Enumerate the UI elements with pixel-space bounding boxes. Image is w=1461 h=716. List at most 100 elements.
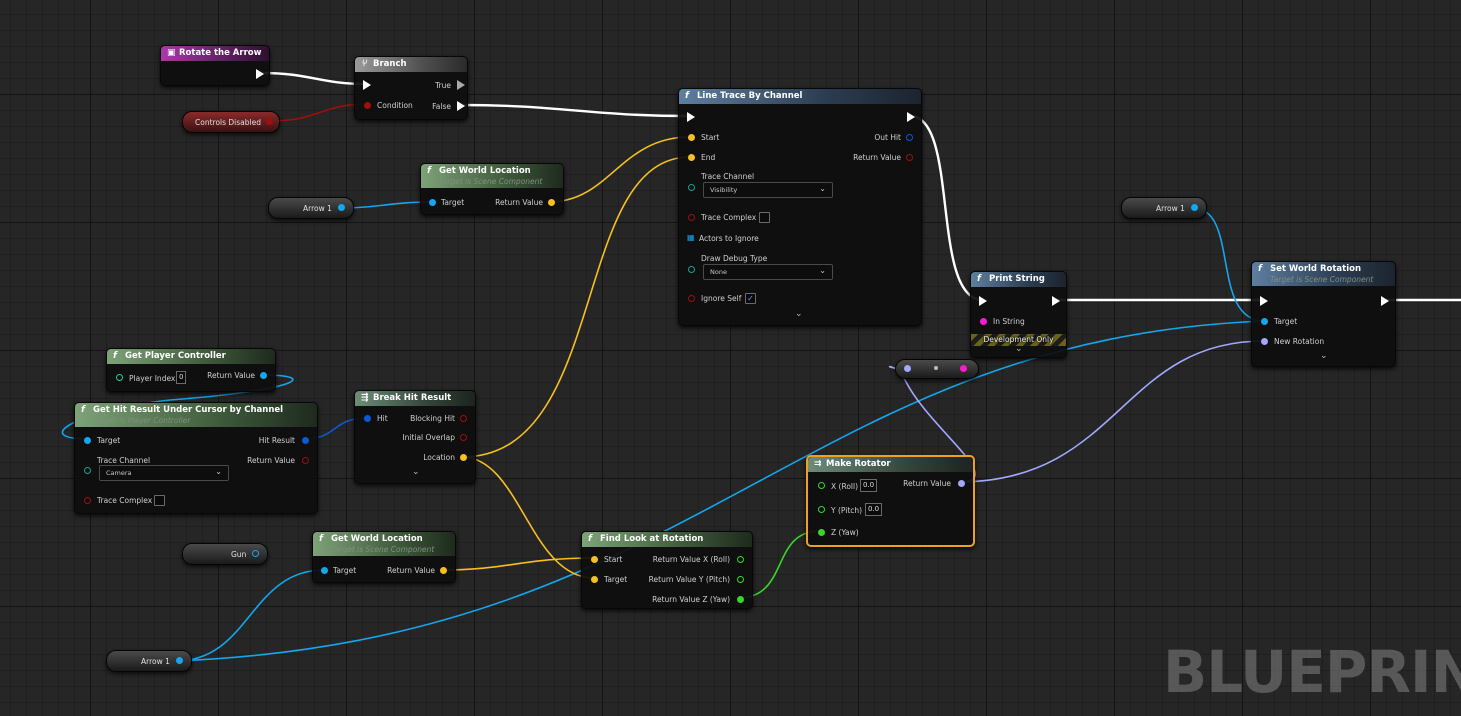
get-world-location-node[interactable]: f Get World Location Target is Scene Com… — [420, 163, 564, 215]
exec-out-pin[interactable] — [256, 69, 264, 79]
exec-in-pin[interactable] — [979, 296, 987, 306]
return-value-pin[interactable] — [440, 567, 447, 574]
break-hit-result-node[interactable]: ⇶ Break Hit Result Hit Blocking Hit Init… — [354, 390, 476, 484]
object-wire-arrow1-bottom-gwl2 — [175, 569, 325, 662]
return-z-pin[interactable] — [737, 596, 744, 603]
chevron-down-icon: ⌄ — [819, 266, 826, 275]
condition-pin[interactable] — [364, 102, 371, 109]
x-roll-input[interactable]: 0.0 — [860, 479, 878, 492]
gun-variable[interactable]: Gun — [182, 543, 268, 565]
target-pin[interactable] — [591, 576, 598, 583]
object-out-pin[interactable] — [338, 204, 345, 211]
trace-channel-dropdown[interactable]: Camera ⌄ — [99, 465, 229, 481]
trace-channel-pin[interactable] — [688, 184, 695, 191]
target-pin[interactable] — [84, 437, 91, 444]
print-string-node[interactable]: f Print String In String Development Onl… — [970, 271, 1067, 358]
target-pin[interactable] — [1261, 318, 1268, 325]
function-icon: f — [81, 405, 85, 415]
player-index-pin[interactable] — [116, 374, 123, 381]
exec-true-pin[interactable] — [457, 80, 465, 90]
return-value-label: Return Value — [207, 371, 255, 380]
x-roll-pin[interactable] — [818, 482, 825, 489]
exec-out-pin[interactable] — [1052, 296, 1060, 306]
ignore-self-pin[interactable] — [688, 295, 695, 302]
exec-out-pin[interactable] — [1381, 296, 1389, 306]
line-trace-node[interactable]: f Line Trace By Channel Start Out Hit En… — [678, 88, 922, 326]
ignore-self-checkbox[interactable]: ✓ — [745, 293, 756, 304]
find-look-at-rotation-node[interactable]: f Find Look at Rotation Start Return Val… — [581, 531, 753, 609]
player-index-label: Player Index — [129, 374, 176, 383]
object-out-pin[interactable] — [252, 550, 259, 557]
custom-event-node[interactable]: ▣ Rotate the Arrow — [160, 45, 270, 86]
expand-arrow-icon[interactable]: ⌄ — [795, 309, 803, 319]
return-value-pin[interactable] — [958, 480, 965, 487]
make-struct-icon: ⇉ — [814, 459, 822, 469]
draw-debug-dropdown[interactable]: None ⌄ — [703, 264, 833, 280]
hit-pin[interactable] — [364, 415, 371, 422]
hit-result-pin[interactable] — [302, 437, 309, 444]
node-header: ▣ Rotate the Arrow — [161, 46, 269, 61]
out-hit-pin[interactable] — [906, 134, 913, 141]
get-player-controller-node[interactable]: f Get Player Controller Player Index 0 R… — [106, 348, 276, 392]
controls-disabled-variable[interactable]: Controls Disabled — [182, 111, 280, 133]
branch-node[interactable]: ⑂ Branch True Condition False — [354, 56, 468, 120]
arrow-1-variable[interactable]: Arrow 1 — [1121, 197, 1207, 219]
get-world-location-node[interactable]: f Get World Location Target is Scene Com… — [312, 531, 456, 583]
string-out-pin[interactable] — [960, 365, 967, 372]
return-value-label: Return Value — [387, 566, 435, 575]
expand-arrow-icon[interactable]: ⌄ — [1320, 351, 1328, 361]
return-value-pin[interactable] — [548, 199, 555, 206]
object-out-pin[interactable] — [176, 657, 183, 664]
node-title: Break Hit Result — [373, 393, 452, 403]
trace-complex-pin[interactable] — [688, 214, 695, 221]
draw-debug-pin[interactable] — [688, 266, 695, 273]
exec-out-pin[interactable] — [907, 112, 915, 122]
y-pitch-pin[interactable] — [818, 506, 825, 513]
blocking-hit-pin[interactable] — [460, 415, 467, 422]
in-string-pin[interactable] — [980, 318, 987, 325]
node-title: Get World Location — [331, 534, 423, 544]
function-icon: f — [685, 91, 689, 101]
object-out-pin[interactable] — [1191, 204, 1198, 211]
player-index-input[interactable]: 0 — [176, 371, 187, 384]
exec-in-pin[interactable] — [1260, 296, 1268, 306]
expand-arrow-icon[interactable]: ⌄ — [1015, 344, 1023, 354]
bool-out-pin[interactable] — [266, 118, 273, 125]
expand-arrow-icon[interactable]: ⌄ — [412, 467, 420, 477]
arrow-1-variable[interactable]: Arrow 1 — [268, 197, 354, 219]
exec-in-pin[interactable] — [363, 80, 371, 90]
trace-channel-dropdown[interactable]: Visibility ⌄ — [703, 182, 833, 198]
trace-complex-pin[interactable] — [84, 497, 91, 504]
start-pin[interactable] — [591, 556, 598, 563]
node-title: Find Look at Rotation — [600, 534, 704, 544]
exec-in-pin[interactable] — [687, 112, 695, 122]
make-rotator-node[interactable]: ⇉ Make Rotator X (Roll) 0.0 Return Value… — [806, 455, 975, 547]
start-pin[interactable] — [688, 134, 695, 141]
return-value-pin[interactable] — [260, 372, 267, 379]
return-y-pin[interactable] — [737, 576, 744, 583]
trace-channel-pin[interactable] — [84, 467, 91, 474]
get-hit-result-node[interactable]: f Get Hit Result Under Cursor by Channel… — [74, 402, 318, 514]
arrow-1-variable[interactable]: Arrow 1 — [106, 650, 192, 672]
trace-complex-checkbox[interactable] — [759, 212, 770, 223]
reroute-node[interactable] — [895, 359, 979, 379]
true-label: True — [435, 81, 451, 90]
y-pitch-input[interactable]: 0.0 — [865, 503, 883, 516]
return-value-label: Return Value — [853, 153, 901, 162]
event-icon: ▣ — [167, 48, 176, 58]
location-pin[interactable] — [460, 454, 467, 461]
rotator-in-pin[interactable] — [904, 365, 911, 372]
end-pin[interactable] — [688, 154, 695, 161]
target-pin[interactable] — [321, 567, 328, 574]
return-value-pin[interactable] — [302, 457, 309, 464]
grid-icon[interactable]: ▦ — [687, 233, 695, 242]
return-x-pin[interactable] — [737, 556, 744, 563]
new-rotation-pin[interactable] — [1261, 338, 1268, 345]
trace-complex-checkbox[interactable] — [154, 495, 165, 506]
exec-false-pin[interactable] — [457, 101, 465, 111]
return-value-pin[interactable] — [906, 154, 913, 161]
set-world-rotation-node[interactable]: f Set World Rotation Target is Scene Com… — [1251, 261, 1396, 367]
z-yaw-pin[interactable] — [818, 529, 825, 536]
initial-overlap-pin[interactable] — [460, 434, 467, 441]
target-pin[interactable] — [429, 199, 436, 206]
